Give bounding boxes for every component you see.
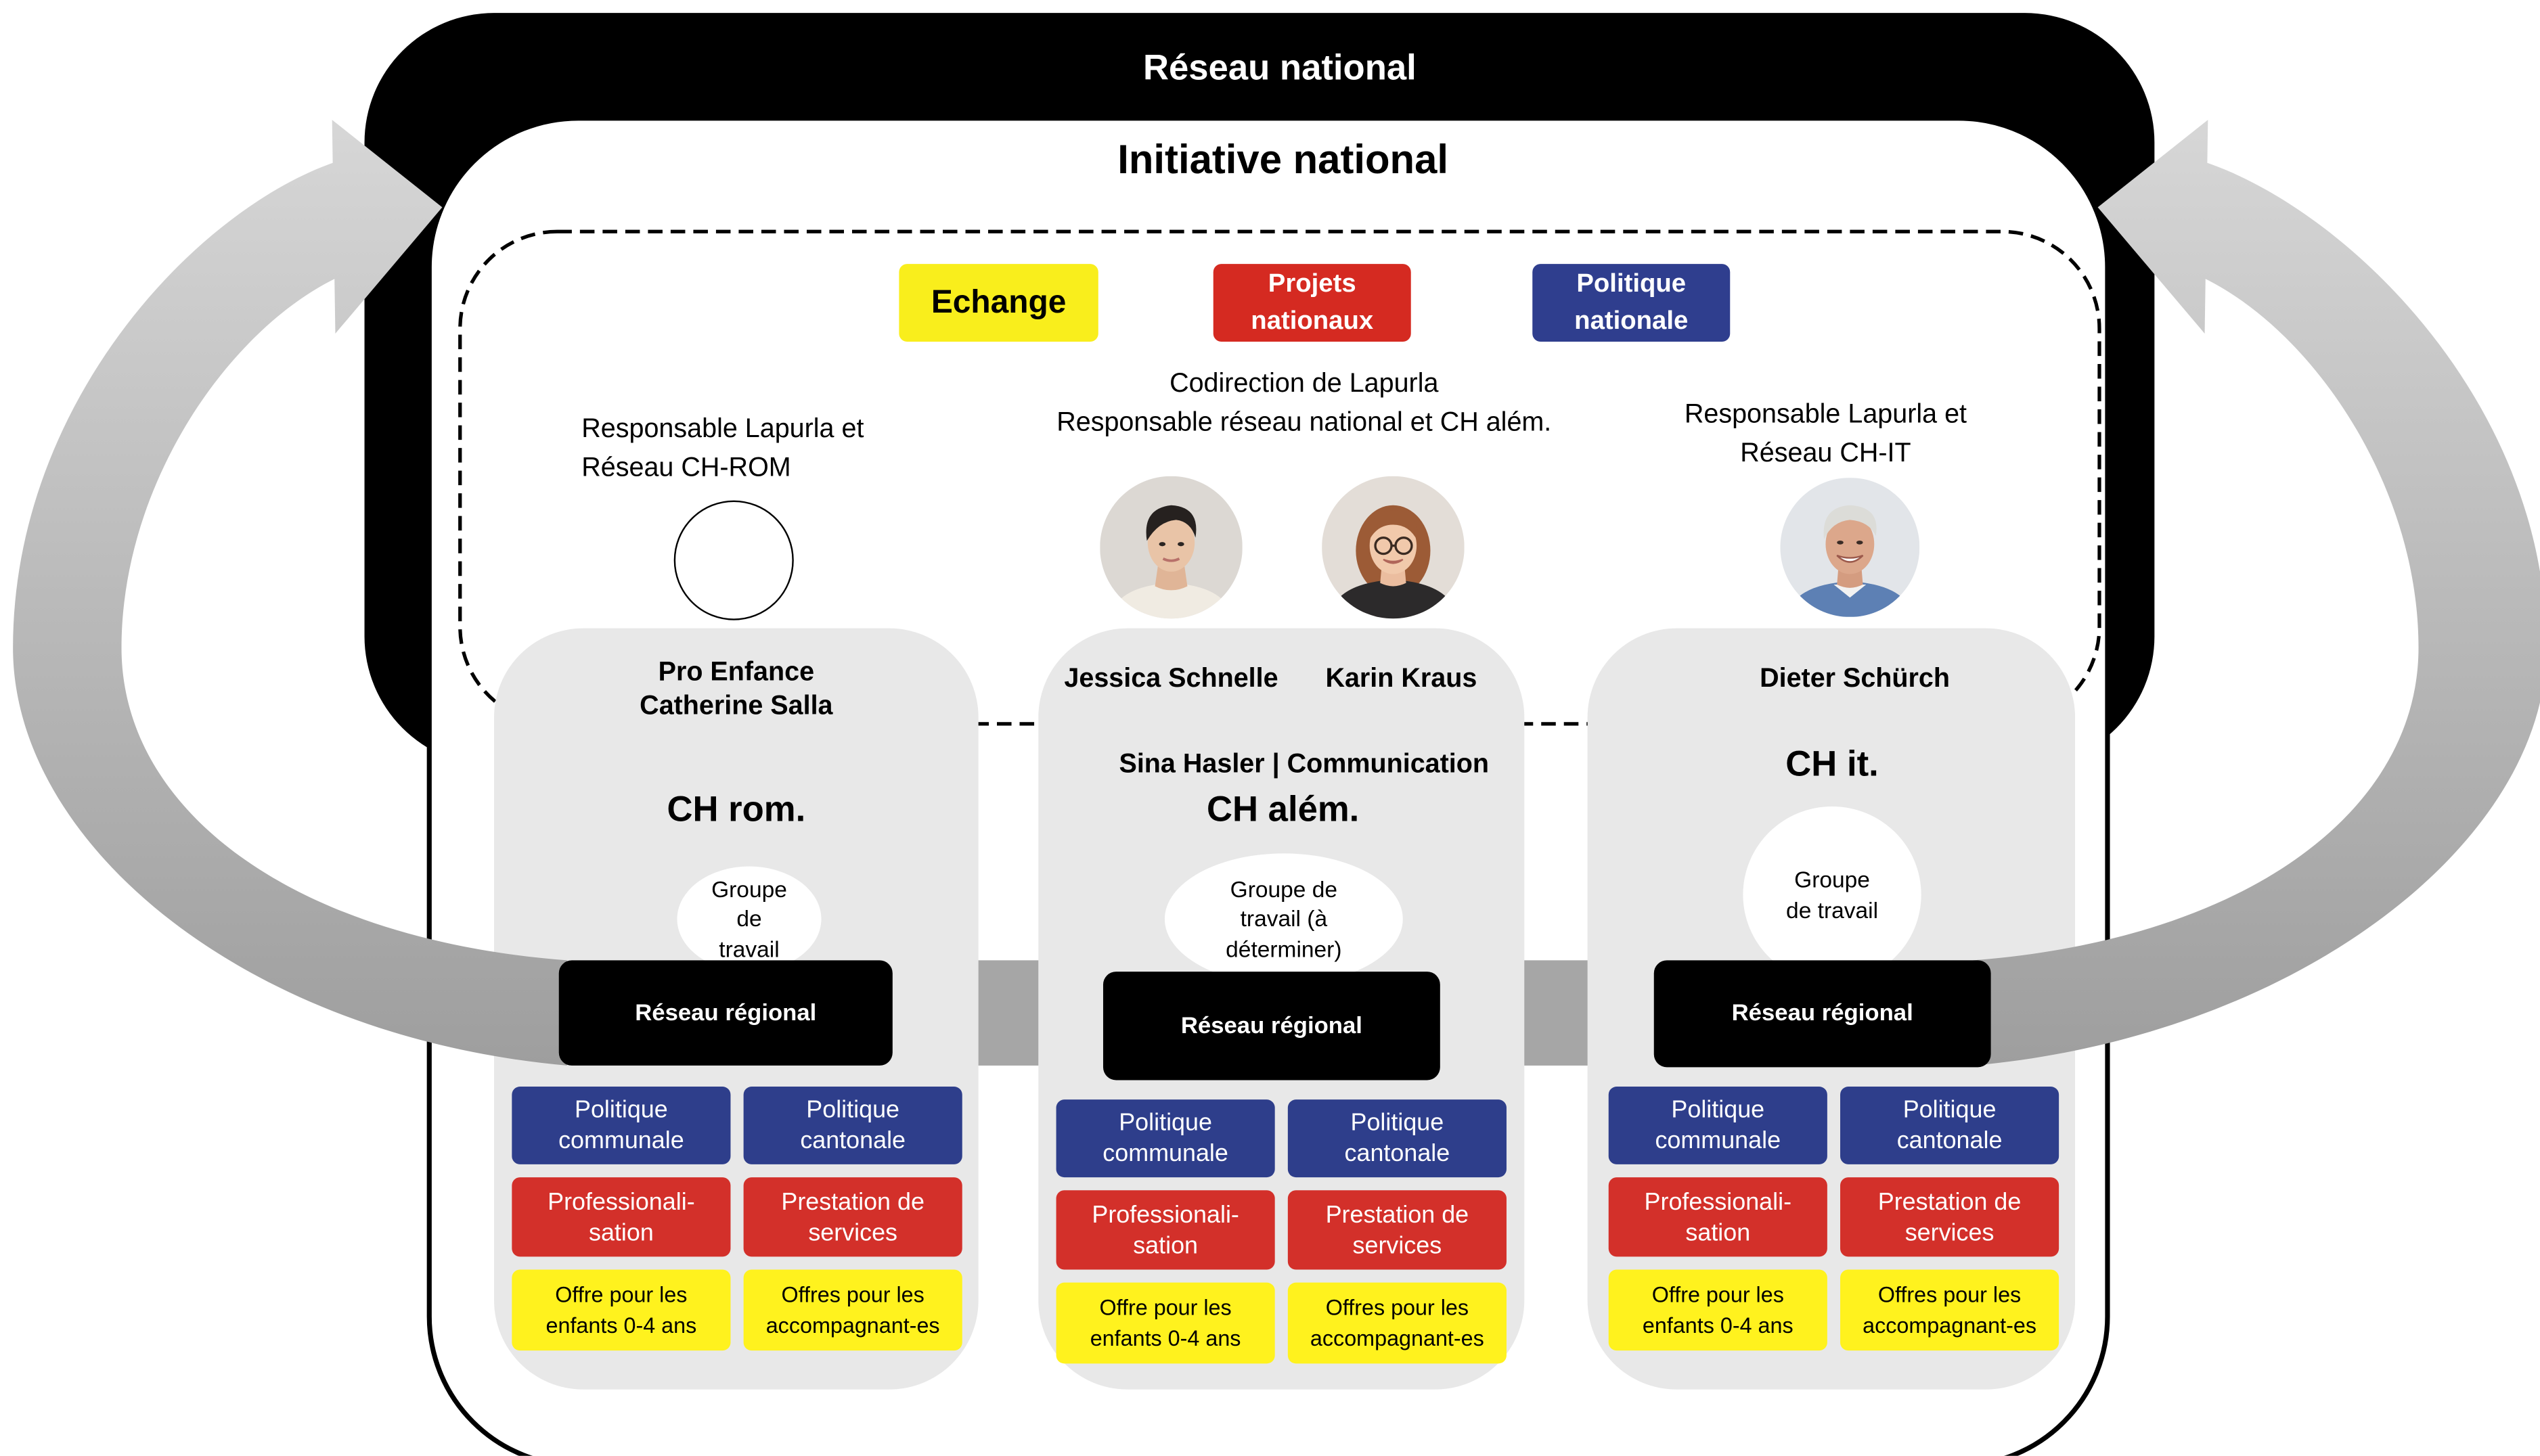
topic-tiles: Politique communale Politique cantonale … bbox=[1608, 1087, 2059, 1351]
person-name-dieter-schurch: Dieter Schürch bbox=[1760, 664, 1951, 693]
person-name-jessica-schnelle: Jessica Schnelle bbox=[1064, 664, 1278, 693]
person-name-karin-kraus: Karin Kraus bbox=[1325, 664, 1477, 693]
communal-policy-tile: Politique communale bbox=[512, 1087, 731, 1164]
professionalisation-tile: Professionali- sation bbox=[1056, 1190, 1275, 1270]
children-offers-tile: Offre pour les enfants 0-4 ans bbox=[1056, 1282, 1275, 1364]
regional-network-box: Réseau régional bbox=[558, 960, 893, 1066]
caregiver-offers-tile: Offres pour les accompagnant-es bbox=[1287, 1282, 1507, 1364]
role-caption-codirection: Codirection de Lapurla Responsable résea… bbox=[1056, 369, 1552, 438]
regional-network-box: Réseau régional bbox=[1653, 960, 1991, 1068]
caregiver-offers-tile: Offres pour les accompagnant-es bbox=[1840, 1269, 2059, 1351]
region-name: CH além. bbox=[1206, 788, 1360, 829]
national-initiative-title: Initiative national bbox=[1117, 137, 1449, 183]
communication-contact: Sina Hasler | Communication bbox=[1119, 750, 1490, 779]
services-tile: Prestation de services bbox=[1840, 1177, 2059, 1257]
connector-bar-left bbox=[968, 960, 1050, 1066]
working-group-bubble: Groupe de travail (à déterminer) bbox=[1164, 853, 1403, 985]
karin-kraus-photo bbox=[1322, 476, 1465, 619]
cantonal-policy-tile: Politique cantonale bbox=[743, 1087, 962, 1164]
services-tile: Prestation de services bbox=[1287, 1190, 1507, 1270]
topic-tiles: Politique communale Politique cantonale … bbox=[1056, 1099, 1507, 1364]
services-tile: Prestation de services bbox=[743, 1177, 962, 1257]
professionalisation-tile: Professionali- sation bbox=[1608, 1177, 1827, 1257]
exchange-tag: Echange bbox=[899, 264, 1098, 342]
working-group-bubble: Groupe de travail bbox=[677, 866, 822, 972]
communal-policy-tile: Politique communale bbox=[1608, 1087, 1827, 1164]
region-card-german: Jessica Schnelle Karin Kraus Sina Hasler… bbox=[1038, 628, 1525, 1390]
professionalisation-tile: Professionali- sation bbox=[512, 1177, 731, 1257]
dieter-schurch-photo bbox=[1780, 478, 1920, 617]
national-policy-tag: Politique nationale bbox=[1532, 264, 1731, 342]
national-network-title: Réseau national bbox=[1142, 47, 1417, 88]
children-offers-tile: Offre pour les enfants 0-4 ans bbox=[512, 1269, 731, 1351]
region-card-italian: Dieter Schürch CH it. Groupe de travail … bbox=[1587, 628, 2076, 1390]
cantonal-policy-tile: Politique cantonale bbox=[1840, 1087, 2059, 1164]
region-name: CH it. bbox=[1785, 743, 1879, 784]
role-caption-romandie: Responsable Lapurla et Réseau CH-ROM bbox=[581, 414, 864, 483]
communal-policy-tile: Politique communale bbox=[1056, 1099, 1275, 1178]
region-name: CH rom. bbox=[667, 788, 806, 829]
cantonal-policy-tile: Politique cantonale bbox=[1287, 1099, 1507, 1178]
children-offers-tile: Offre pour les enfants 0-4 ans bbox=[1608, 1269, 1827, 1351]
avatar-placeholder bbox=[673, 500, 794, 620]
topic-tiles: Politique communale Politique cantonale … bbox=[512, 1087, 962, 1351]
caregiver-offers-tile: Offres pour les accompagnant-es bbox=[743, 1269, 962, 1351]
national-projects-tag: Projets nationaux bbox=[1213, 264, 1411, 342]
jessica-schnelle-photo bbox=[1100, 476, 1243, 619]
connector-bar-right bbox=[1514, 960, 1599, 1066]
region-card-romandie: Pro Enfance Catherine Salla CH rom. Grou… bbox=[494, 628, 979, 1390]
region-contact: Pro Enfance Catherine Salla bbox=[640, 657, 833, 721]
role-caption-ticino: Responsable Lapurla et Réseau CH-IT bbox=[1684, 400, 1967, 468]
regional-network-box: Réseau régional bbox=[1102, 972, 1440, 1080]
working-group-bubble: Groupe de travail bbox=[1743, 806, 1921, 983]
